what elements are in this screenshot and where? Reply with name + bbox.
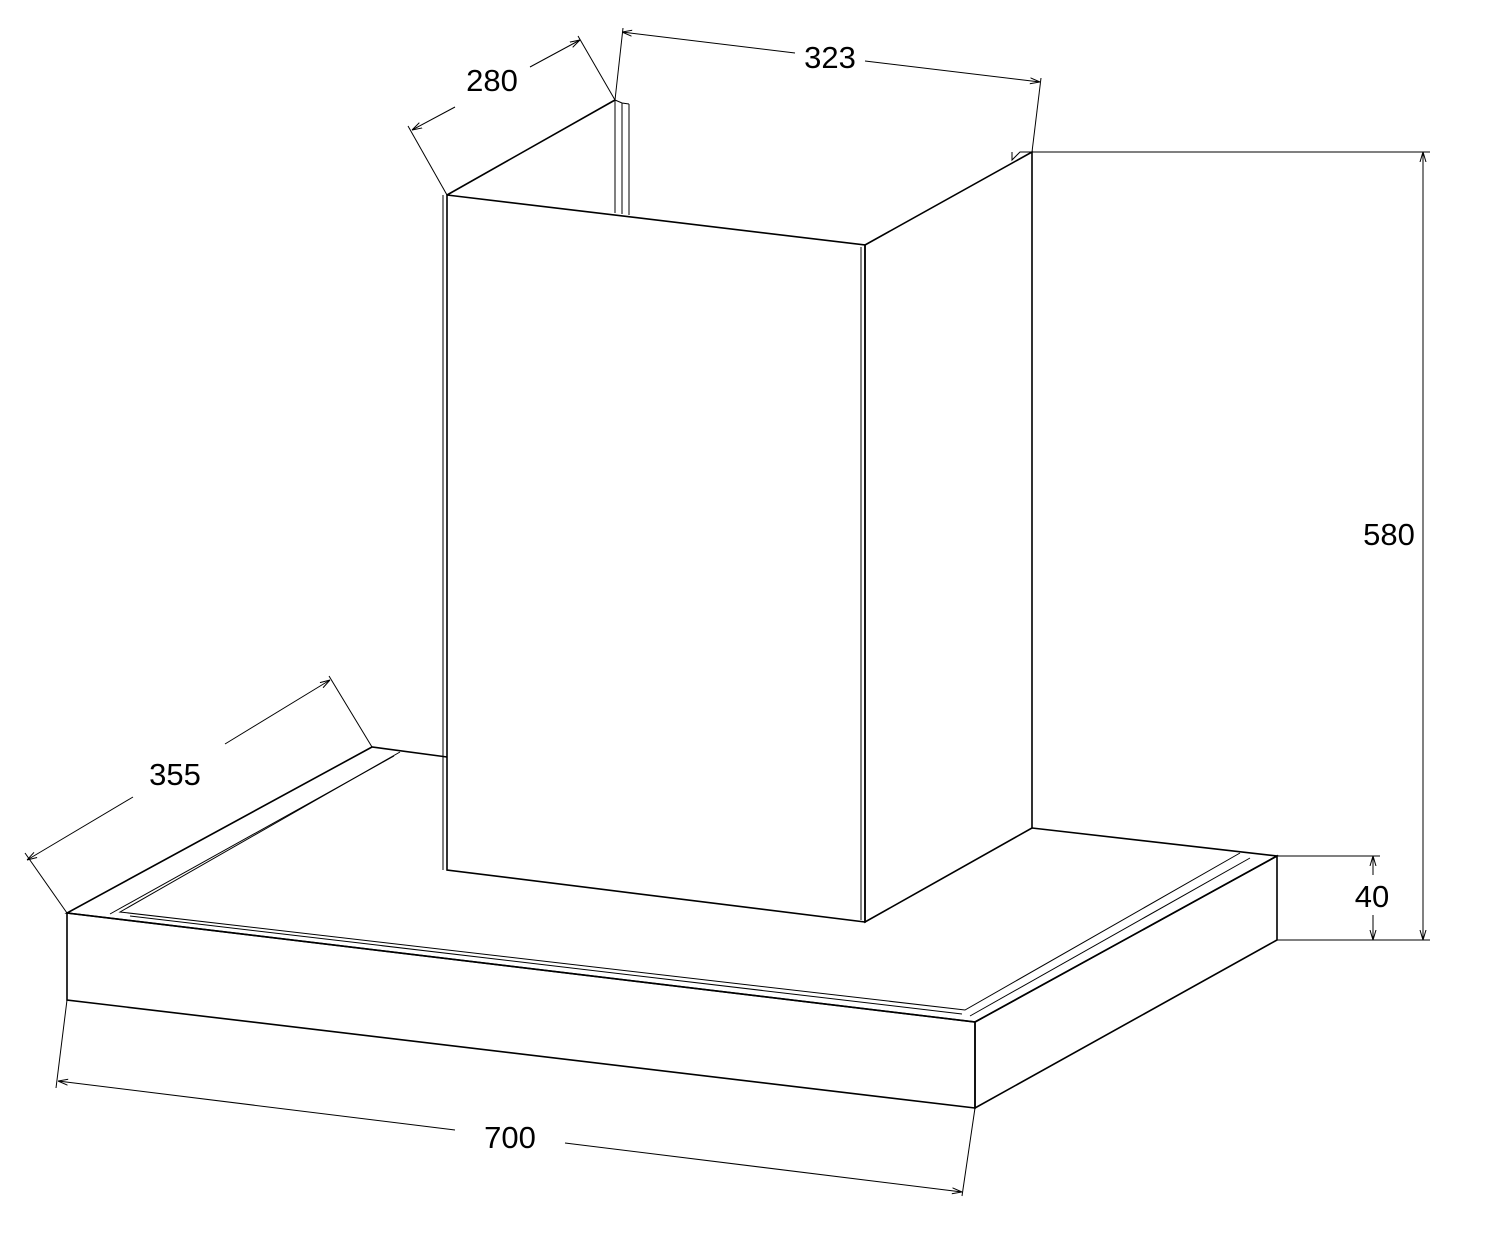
- dimension-label: 580: [1363, 517, 1415, 552]
- back-bracket: [614, 99, 630, 215]
- canopy-side-face: [974, 854, 1278, 1110]
- dimension-323: 323: [614, 27, 1042, 153]
- dimension-280: 280: [407, 35, 616, 196]
- dimension-label: 355: [149, 757, 201, 792]
- dimension-label: 40: [1355, 879, 1389, 914]
- chimney-front-face: [446, 194, 866, 923]
- canopy-top-outline: [64, 746, 1280, 1023]
- canopy: [64, 746, 1280, 1110]
- canopy-inner-bevel: [118, 751, 1241, 1011]
- dimension-label: 323: [804, 40, 856, 75]
- dimension-label: 700: [484, 1120, 536, 1155]
- chimney-side-face: [864, 150, 1033, 924]
- side-bracket: [1011, 151, 1032, 162]
- dimension-label: 280: [466, 63, 518, 98]
- chimney: [442, 99, 1033, 924]
- dimension-355: 355: [24, 675, 373, 914]
- dimension-580: 580: [1032, 151, 1430, 941]
- dimension-40: 40: [1277, 855, 1389, 940]
- bevel-line: [129, 915, 963, 1015]
- canopy-front-face: [66, 912, 976, 1109]
- dimension-700: 700: [55, 999, 976, 1197]
- chimney-back-edge: [446, 99, 616, 196]
- bevel-line: [109, 755, 395, 915]
- bevel-line: [969, 857, 1251, 1017]
